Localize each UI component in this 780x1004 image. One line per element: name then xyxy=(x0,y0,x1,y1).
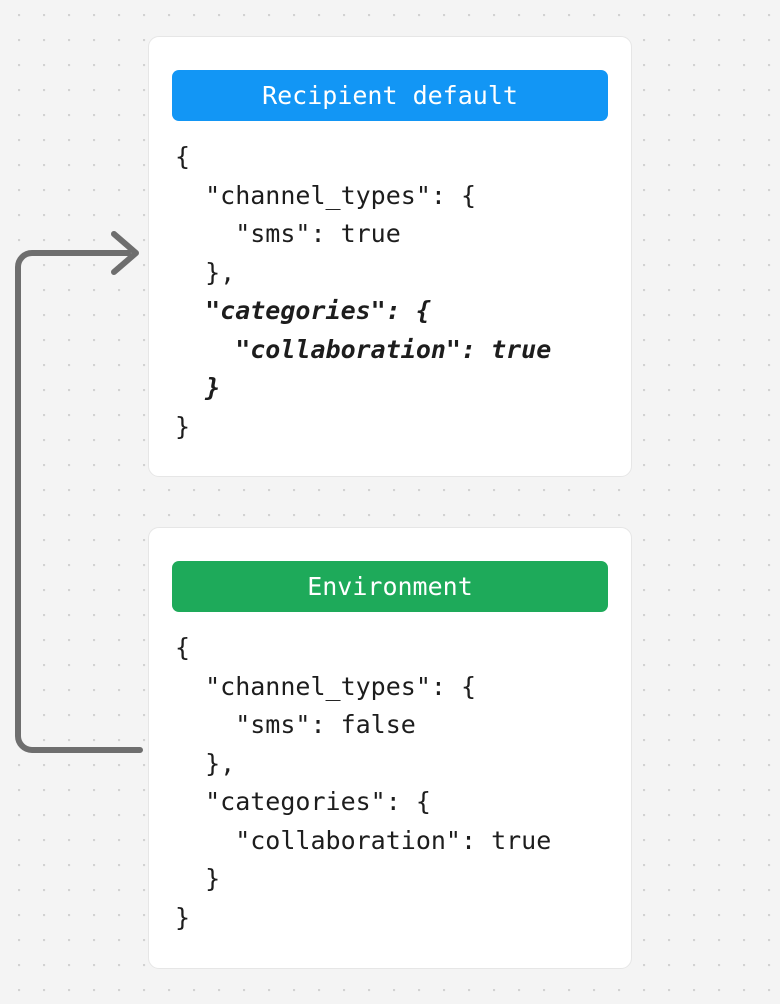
recipient-default-code-line: "categories": { xyxy=(175,296,431,325)
recipient-default-code-line: "sms": true xyxy=(175,219,401,248)
environment-code-line: } xyxy=(175,902,191,932)
recipient-default-code-block: { "channel_types": { "sms": true }, "cat… xyxy=(175,138,615,446)
environment-code-line: { xyxy=(175,633,191,662)
recipient-default-code-line: "collaboration": true xyxy=(175,334,552,364)
recipient-default-code-line: }, xyxy=(175,257,236,287)
environment-header-badge: Environment xyxy=(172,561,608,612)
environment-header-label: Environment xyxy=(307,572,473,601)
recipient-default-code-line: } xyxy=(175,411,191,441)
environment-code-line: } xyxy=(175,864,221,893)
recipient-default-code-line: { xyxy=(175,142,191,171)
environment-card[interactable]: Environment { "channel_types": { "sms": … xyxy=(148,527,632,969)
environment-code-line: "channel_types": { xyxy=(175,671,477,701)
recipient-default-header-label: Recipient default xyxy=(262,81,518,110)
environment-code-line: "sms": false xyxy=(175,710,416,739)
recipient-default-code-line: "channel_types": { xyxy=(175,180,477,210)
environment-code-line: }, xyxy=(175,748,236,778)
recipient-default-card[interactable]: Recipient default { "channel_types": { "… xyxy=(148,36,632,477)
flow-arrow-head-icon xyxy=(111,231,139,275)
recipient-default-header-badge: Recipient default xyxy=(172,70,608,121)
environment-code-line: "collaboration": true xyxy=(175,825,552,855)
recipient-default-code-line: } xyxy=(175,373,221,402)
environment-code-block: { "channel_types": { "sms": false }, "ca… xyxy=(175,629,615,937)
flow-arrow-path xyxy=(15,250,143,753)
environment-code-line: "categories": { xyxy=(175,787,431,816)
